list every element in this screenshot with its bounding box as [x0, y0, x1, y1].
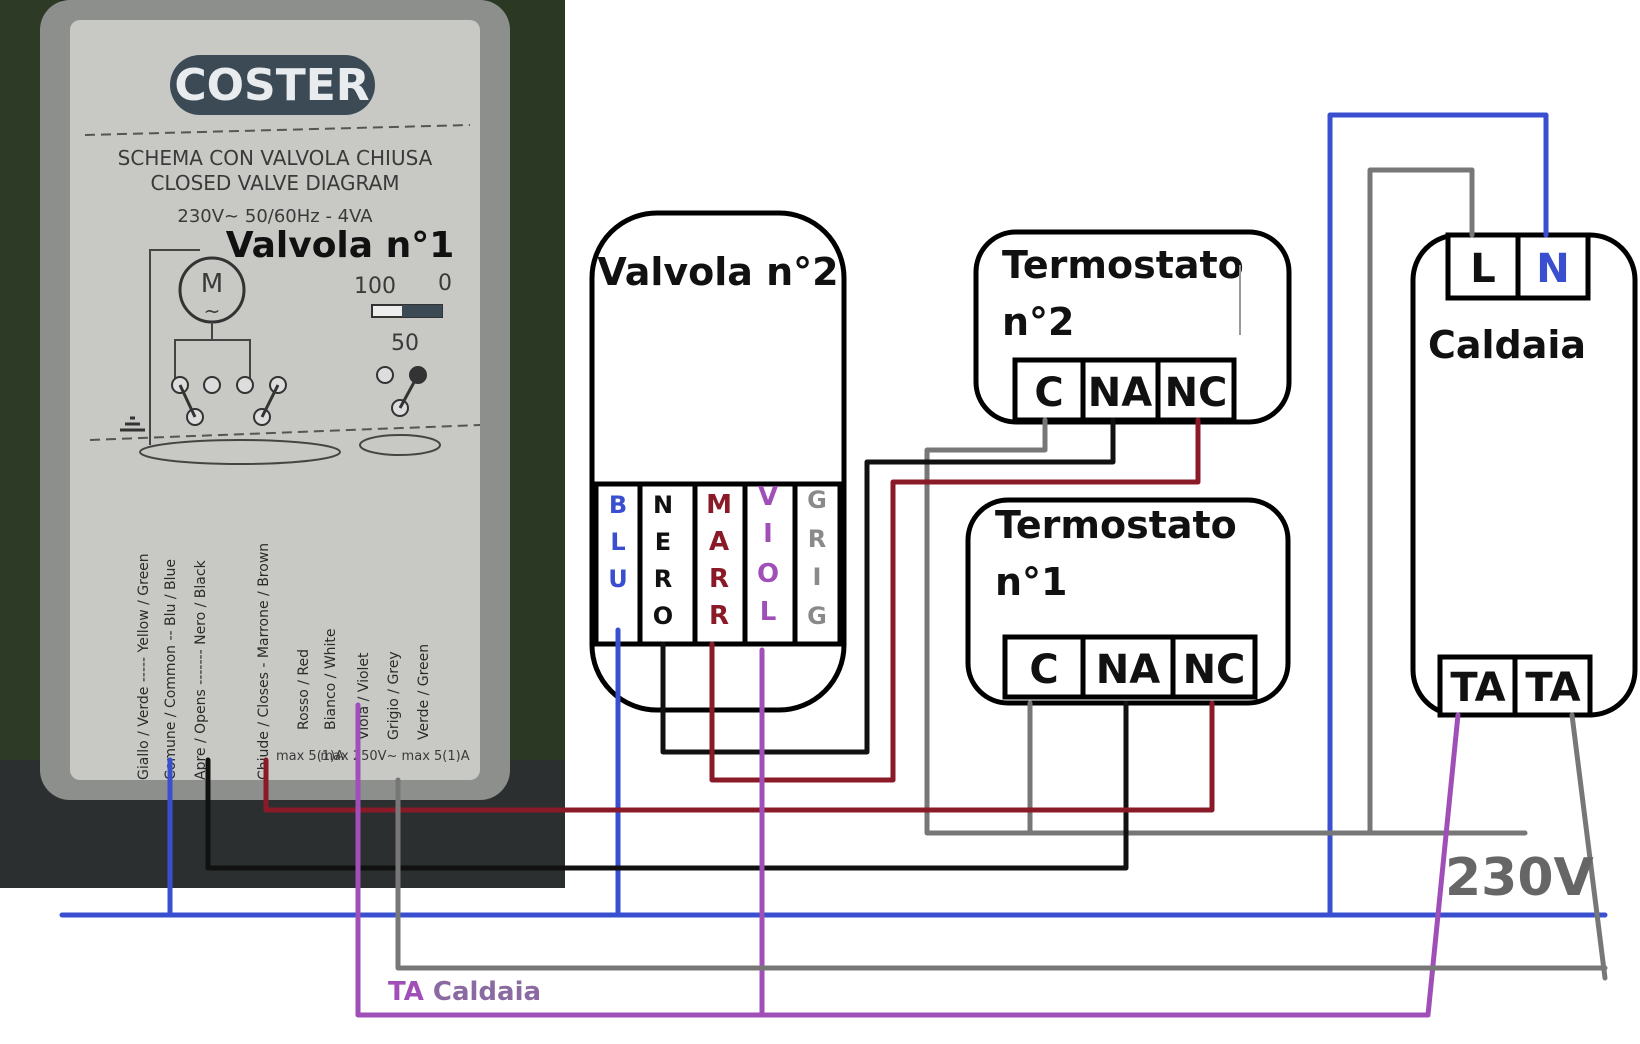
- wire-black-valve2: [660, 417, 1116, 755]
- wire-label-red: Rosso / Red: [296, 649, 312, 730]
- boiler-terminal-l: L: [1470, 246, 1496, 292]
- thermostat2-title-line1: Termostato: [1002, 243, 1244, 287]
- wires: [59, 112, 1608, 1018]
- wire-grey-ta: [395, 712, 1608, 981]
- ta-caldaia-label: TA Caldaia: [388, 977, 541, 1007]
- valve2-terminal-viol: V I O L: [757, 482, 779, 627]
- valve2-terminal-nero: N E R O: [653, 491, 673, 630]
- letter: L: [760, 597, 777, 627]
- letter: A: [709, 527, 729, 557]
- letter: R: [808, 525, 826, 553]
- coster-logo: [170, 55, 375, 115]
- wire-label-white: Bianco / White: [323, 628, 339, 730]
- thermostat1-terminal-na: NA: [1096, 647, 1160, 693]
- valve2-terminal-grig: G R I G: [807, 486, 827, 630]
- wire-label-green: Verde / Green: [416, 644, 432, 740]
- letter: I: [813, 563, 822, 591]
- wire-label-grey: Grigio / Grey: [386, 651, 402, 740]
- position-100: 100: [354, 274, 396, 299]
- thermostat1-title-line2: n°1: [995, 560, 1068, 604]
- boiler-box: L N Caldaia TA TA: [1410, 232, 1638, 718]
- letter: V: [758, 482, 778, 512]
- wire-label-blue: Comune / Common -- Blu / Blue: [163, 559, 179, 780]
- valve2-box: Valvola n°2 B L U N E R O M A R R: [589, 210, 847, 713]
- letter: M: [706, 490, 732, 520]
- wire-label-black: Apre / Opens ------- Nero / Black: [193, 559, 209, 780]
- rating-right: max 250V~ max 5(1)A: [320, 749, 469, 764]
- thermostat2-title-line2: n°2: [1002, 300, 1075, 344]
- thermostat1-terminal-c: C: [1029, 647, 1058, 693]
- rating-left: max 5(1)A: [276, 749, 344, 764]
- letter: E: [655, 528, 671, 556]
- letter: O: [757, 559, 779, 589]
- thermostat1-terminal-nc: NC: [1183, 647, 1246, 693]
- brand-text: COSTER: [174, 60, 369, 111]
- letter: R: [709, 564, 729, 594]
- wire-violet-ta: [355, 647, 1461, 1018]
- letter: R: [654, 565, 672, 593]
- wire-neutral-blue: [59, 112, 1608, 918]
- letter: U: [608, 565, 628, 593]
- position-50: 50: [391, 331, 419, 356]
- schema-en-text: CLOSED VALVE DIAGRAM: [150, 171, 399, 195]
- letter: G: [807, 602, 827, 630]
- valve1-title: Valvola n°1: [226, 225, 455, 266]
- position-0: 0: [438, 271, 452, 296]
- valve2-title: Valvola n°2: [597, 250, 838, 294]
- wire-live-grey: [924, 167, 1528, 836]
- boiler-terminal-ta2: TA: [1525, 665, 1580, 711]
- boiler-terminal-n: N: [1536, 246, 1569, 292]
- letter: L: [610, 528, 625, 556]
- schema-it-text: SCHEMA CON VALVOLA CHIUSA: [118, 146, 433, 170]
- letter: I: [763, 519, 773, 549]
- letter: G: [807, 486, 827, 514]
- thermostat2-terminal-na: NA: [1088, 370, 1152, 416]
- mains-label: 230V: [1445, 848, 1594, 908]
- thermostat1-box: Termostato n°1 C NA NC: [965, 497, 1291, 706]
- valve2-terminal-blu: B L U: [608, 491, 628, 593]
- letter: R: [709, 601, 729, 631]
- letter: N: [653, 491, 673, 519]
- wire-label-yellow-green: Giallo / Verde ----- Yellow / Green: [136, 553, 152, 780]
- valve2-terminal-marr: M A R R: [706, 490, 732, 631]
- thermostat2-terminal-nc: NC: [1165, 370, 1228, 416]
- letter: B: [609, 491, 627, 519]
- letter: O: [653, 602, 673, 630]
- boiler-title: Caldaia: [1428, 323, 1586, 367]
- thermostat2-box: Termostato n°2 C NA NC: [973, 229, 1292, 425]
- thermostat2-terminal-c: C: [1034, 370, 1063, 416]
- wire-black-valve1: [205, 700, 1129, 871]
- boiler-terminal-ta1: TA: [1450, 665, 1505, 711]
- ta-label-suffix: Caldaia: [424, 977, 541, 1007]
- valve1-photo: COSTER SCHEMA CON VALVOLA CHIUSA CLOSED …: [0, 0, 565, 888]
- wire-brown-valve2: [709, 417, 1201, 783]
- valve2-terminal-block: B L U N E R O M A R R V I O L: [593, 481, 843, 647]
- motor-sub: ~: [204, 299, 221, 323]
- motor-label: M: [201, 269, 223, 299]
- thermostat1-title-line1: Termostato: [995, 503, 1237, 547]
- wire-label-brown: Chiude / Closes - Marrone / Brown: [256, 543, 272, 780]
- wire-brown-valve1: [263, 700, 1215, 813]
- ta-label-prefix: TA: [388, 977, 424, 1007]
- wire-labels: Giallo / Verde ----- Yellow / Green Comu…: [136, 543, 432, 780]
- spec-text: 230V~ 50/60Hz - 4VA: [177, 206, 373, 227]
